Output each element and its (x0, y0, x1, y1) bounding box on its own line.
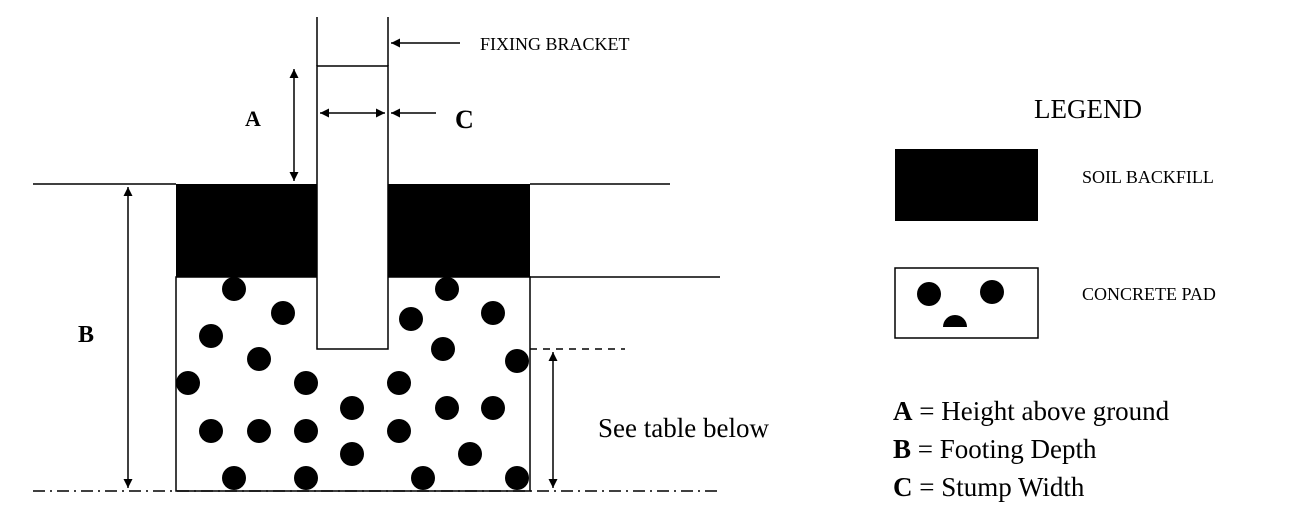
key-a-letter: A (893, 396, 913, 426)
legend-concrete-swatch (894, 267, 1039, 339)
aggregate-dot (271, 301, 295, 325)
stump (316, 65, 389, 350)
aggregate-dot (431, 337, 455, 361)
aggregate-dot (199, 419, 223, 443)
see-table-label: See table below (598, 413, 769, 443)
aggregate-dot (294, 419, 318, 443)
legend-concrete-label: CONCRETE PAD (1082, 284, 1216, 304)
concrete-aggregate (176, 277, 529, 490)
legend-aggregate-dot (980, 280, 1004, 304)
aggregate-dot (399, 307, 423, 331)
aggregate-dot (505, 349, 529, 373)
key-a: A = Height above ground (893, 396, 1169, 427)
aggregate-dot (387, 371, 411, 395)
dimension-b-label: B (78, 322, 94, 348)
key-c-description: Stump Width (941, 472, 1085, 502)
aggregate-dot (481, 396, 505, 420)
key-c-letter: C (893, 472, 913, 502)
legend-title: LEGEND (1034, 94, 1142, 124)
aggregate-dot (176, 371, 200, 395)
aggregate-dot (294, 371, 318, 395)
key-b-description: Footing Depth (939, 434, 1097, 464)
key-b-letter: B (893, 434, 912, 464)
aggregate-dot (294, 466, 318, 490)
key-a-description: Height above ground (941, 396, 1170, 426)
aggregate-dot (247, 347, 271, 371)
aggregate-dot (458, 442, 482, 466)
legend-aggregate-dot (943, 315, 967, 327)
dimension-a-label: A (245, 106, 261, 131)
legend-soil-label: SOIL BACKFILL (1082, 167, 1214, 187)
aggregate-dot (435, 277, 459, 301)
fixing-bracket-label: FIXING BRACKET (480, 34, 630, 54)
aggregate-dot (247, 419, 271, 443)
aggregate-dot (199, 324, 223, 348)
key-b-separator: = (917, 434, 933, 464)
soil-backfill-right (388, 184, 530, 277)
aggregate-dot (481, 301, 505, 325)
aggregate-dot (411, 466, 435, 490)
soil-backfill-left (176, 184, 317, 277)
aggregate-dot (222, 466, 246, 490)
key-c-separator: = (919, 472, 935, 502)
aggregate-dot (435, 396, 459, 420)
dimension-c-label: C (455, 105, 474, 134)
key-b: B = Footing Depth (893, 434, 1097, 465)
aggregate-dot (505, 466, 529, 490)
key-c: C = Stump Width (893, 472, 1084, 503)
aggregate-dot (222, 277, 246, 301)
aggregate-dot (340, 442, 364, 466)
key-a-separator: = (919, 396, 935, 426)
aggregate-dot (387, 419, 411, 443)
legend-soil-swatch (895, 149, 1038, 221)
legend-aggregate-dot (917, 282, 941, 306)
aggregate-dot (340, 396, 364, 420)
